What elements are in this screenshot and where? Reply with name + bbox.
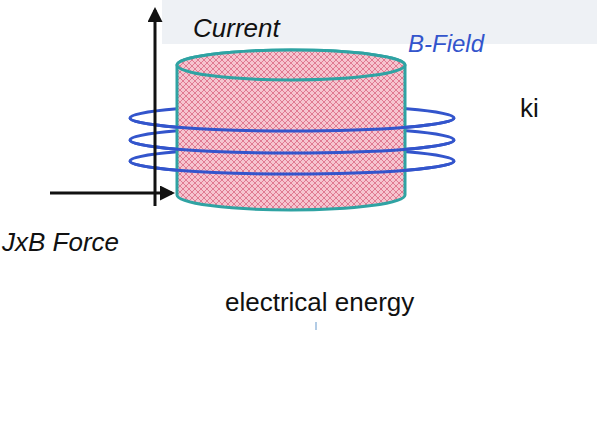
current-label: Current bbox=[193, 14, 280, 44]
current-arrow bbox=[154, 10, 157, 206]
energy-label: electrical energy bbox=[225, 288, 414, 318]
background-band bbox=[162, 0, 597, 44]
cut-text: ki bbox=[520, 94, 539, 124]
force-arrow bbox=[50, 192, 172, 195]
field-label: B-Field bbox=[408, 30, 484, 58]
tick-mark bbox=[316, 322, 317, 330]
field-rings-front bbox=[130, 118, 454, 174]
force-label: JxB Force bbox=[2, 228, 119, 258]
